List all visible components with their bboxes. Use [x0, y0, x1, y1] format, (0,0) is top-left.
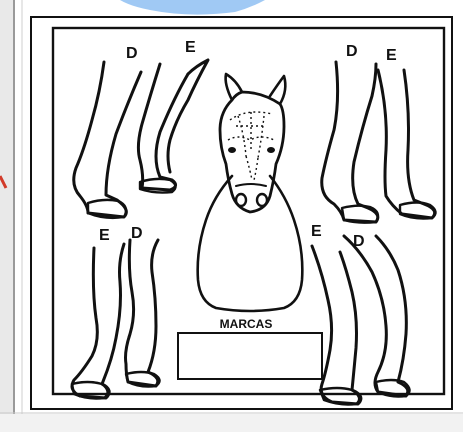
bottom-shadow — [0, 414, 463, 432]
eye-left-icon — [228, 147, 236, 153]
markings-input-box[interactable] — [178, 333, 322, 379]
label-d: D — [353, 233, 365, 250]
left-shadow-strip — [0, 0, 14, 432]
label-e: E — [386, 47, 397, 64]
label-e: E — [99, 227, 110, 244]
label-d: D — [126, 45, 138, 62]
label-d: D — [131, 225, 143, 242]
eye-right-icon — [267, 147, 275, 153]
label-d: D — [346, 43, 358, 60]
markings-label: MARCAS — [220, 317, 273, 331]
label-e: E — [311, 223, 322, 240]
label-e: E — [185, 39, 196, 56]
